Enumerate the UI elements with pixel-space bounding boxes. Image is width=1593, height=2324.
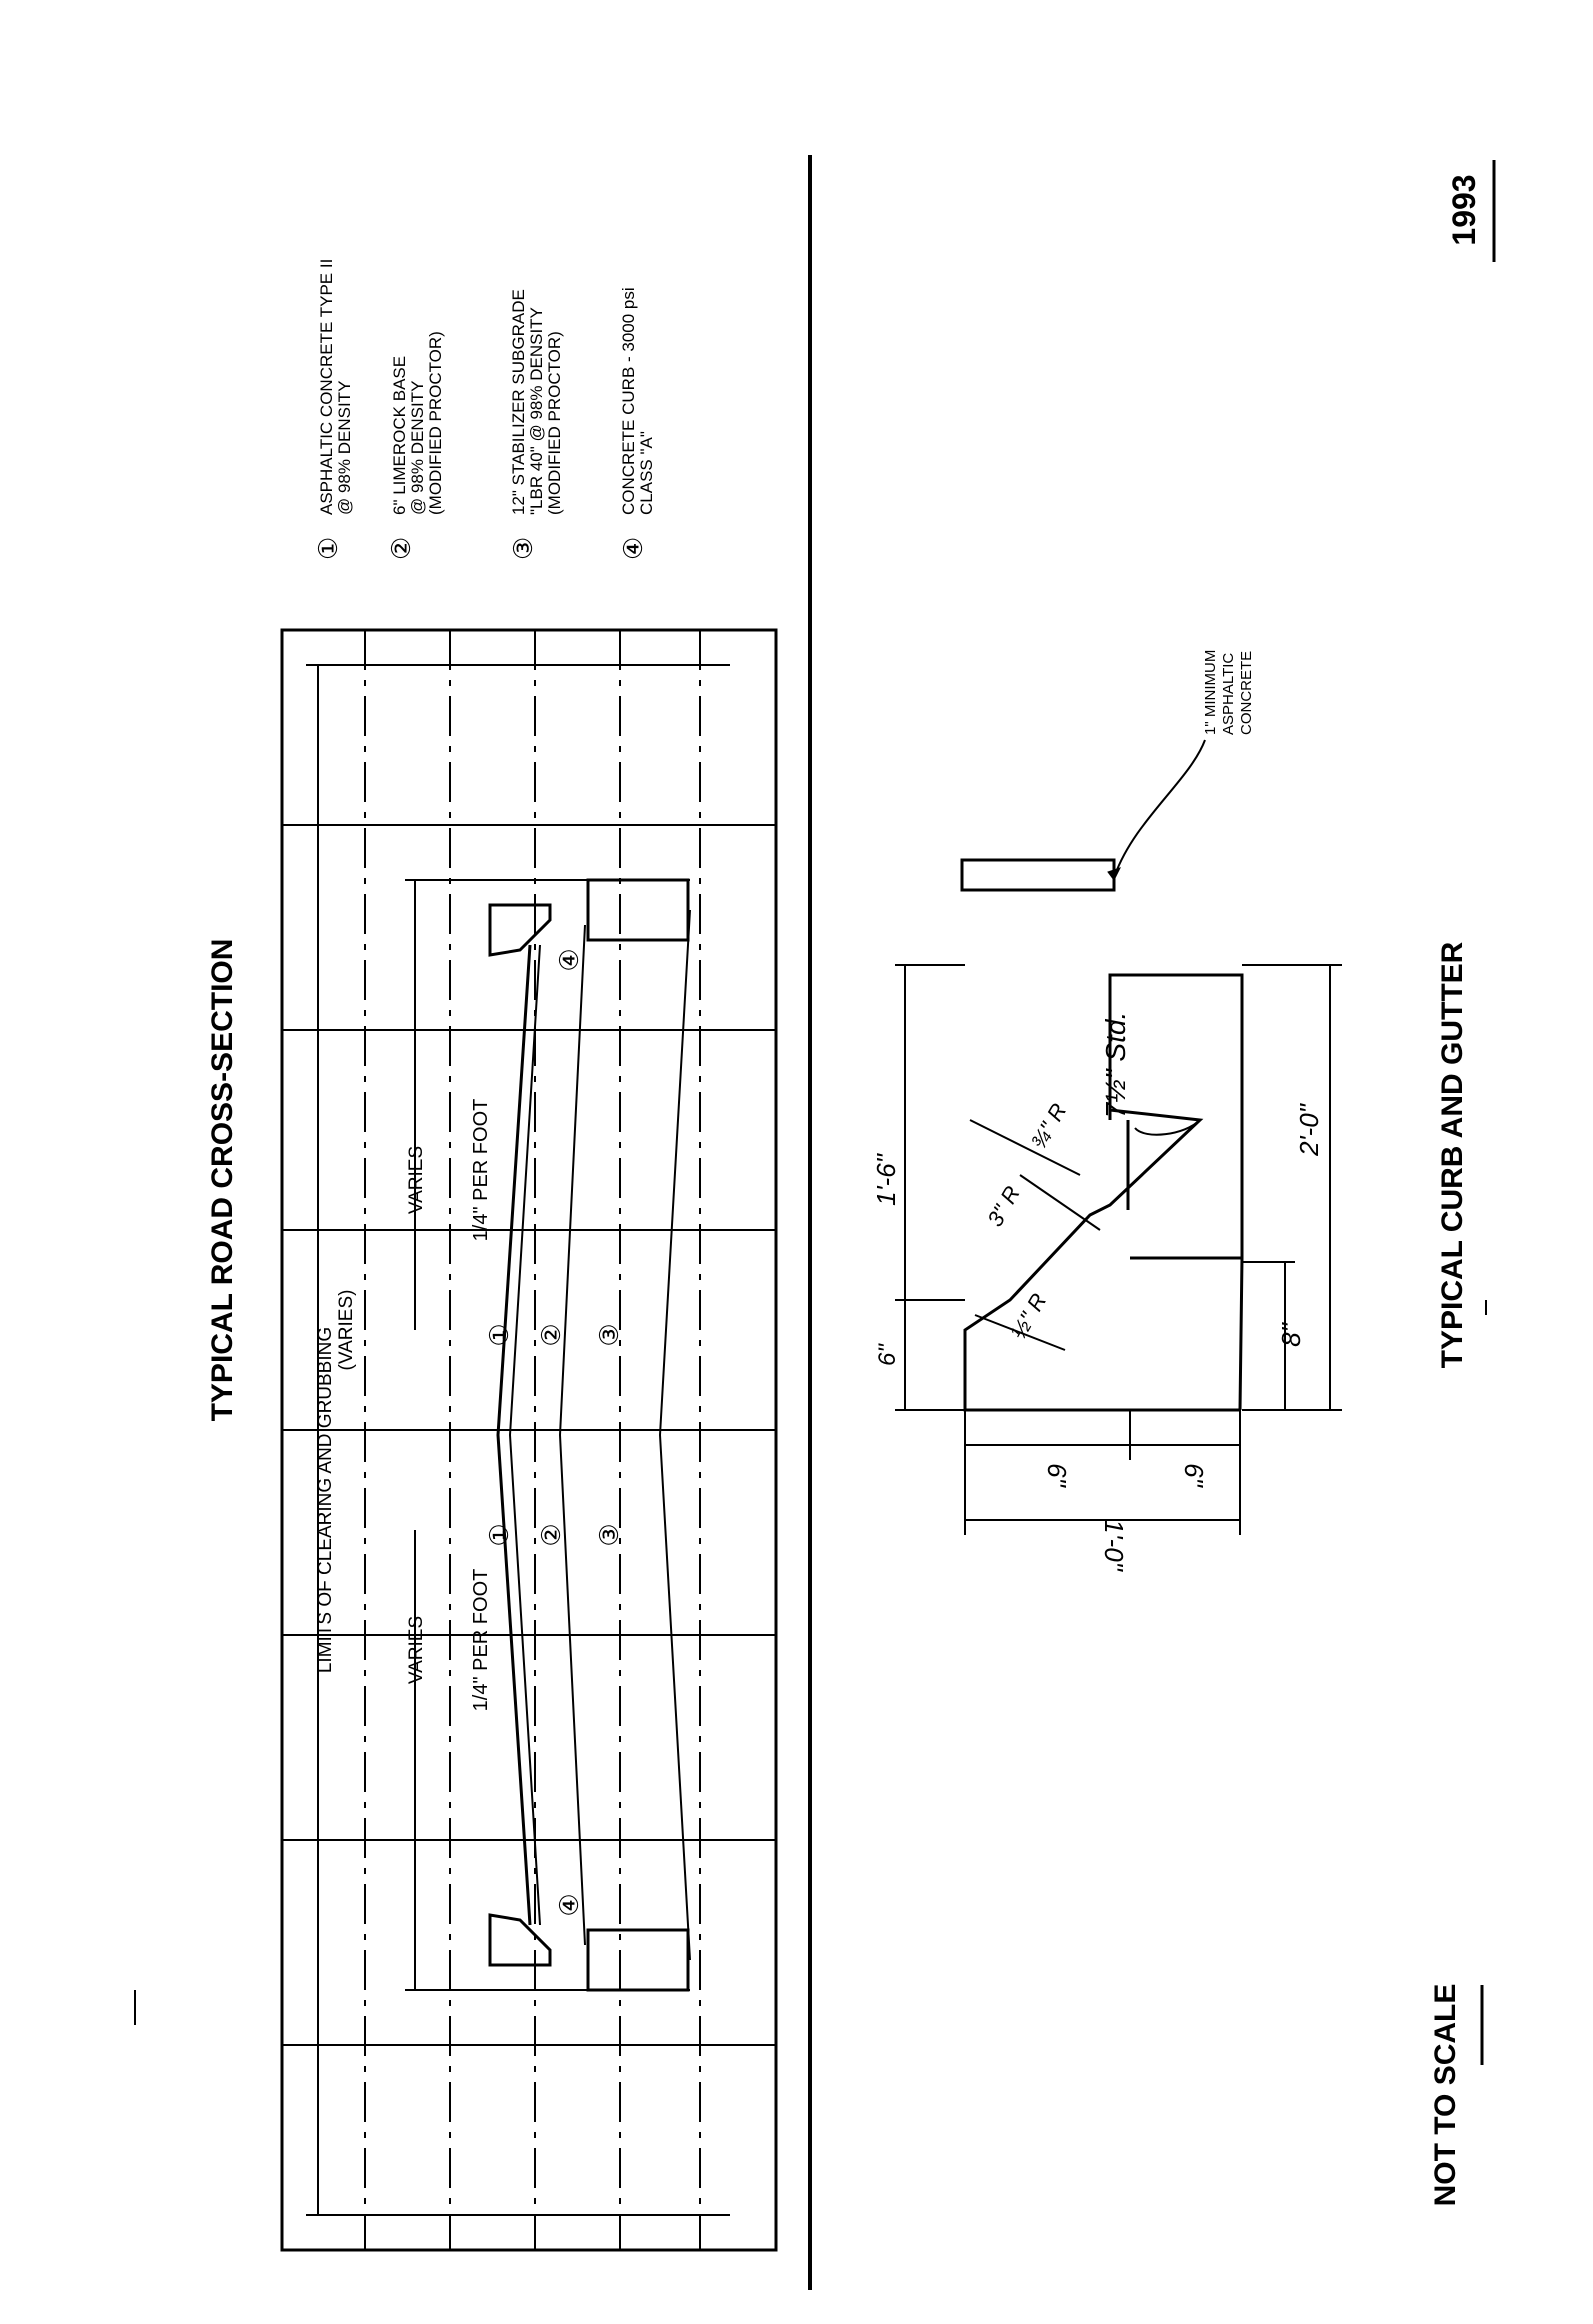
row-frame xyxy=(280,628,778,2252)
clearing-sub-label: (VARIES) xyxy=(336,1290,357,1371)
legend-item-1: ① ASPHALTIC CONCRETE TYPE II @ 98% DENSI… xyxy=(313,259,354,560)
road-section-title: TYPICAL ROAD CROSS-SECTION xyxy=(206,939,239,1422)
legend-num-3: ③ xyxy=(508,537,538,560)
legend-line-1b: @ 98% DENSITY xyxy=(335,381,354,515)
dim-label-34-r: ¾" R xyxy=(1026,1099,1072,1153)
legend-num-1: ① xyxy=(313,537,343,560)
dim-label-1ft6: 1'-6" xyxy=(871,1152,901,1206)
curb-left xyxy=(488,1913,552,1967)
marker-1-right: ① xyxy=(484,1323,514,1346)
legend-item-2: ② 6" LIMEROCK BASE @ 98% DENSITY (MODIFI… xyxy=(386,331,445,560)
legend-item-4: ④ CONCRETE CURB - 3000 psi CLASS "A" xyxy=(618,287,656,560)
dim-label-6in-a: 6" xyxy=(1042,1463,1072,1488)
marker-3-left: ③ xyxy=(594,1523,624,1546)
std-leader xyxy=(1134,1119,1201,1136)
dim-label-3in-r: 3" R xyxy=(982,1182,1025,1231)
road-cross-section xyxy=(280,628,778,2252)
marker-2-left: ② xyxy=(536,1523,566,1546)
asphalt-strip xyxy=(960,858,1116,892)
slope-left-label: 1/4" PER FOOT xyxy=(470,1569,492,1712)
asphalt-note-line-1: 1" MINIMUM xyxy=(1202,650,1219,735)
legend: ① ASPHALTIC CONCRETE TYPE II @ 98% DENSI… xyxy=(313,259,656,560)
subgrade-bottom xyxy=(658,909,691,1961)
legend-line-3a: 12" STABILIZER SUBGRADE xyxy=(509,289,528,515)
dim-label-6in-b: 6" xyxy=(1179,1463,1209,1488)
radius-leader-34 xyxy=(969,1119,1081,1176)
marker-2-right: ② xyxy=(536,1323,566,1346)
marker-3-right: ③ xyxy=(594,1323,624,1346)
marker-4-right: ④ xyxy=(554,948,584,971)
legend-line-3c: (MODIFIED PROCTOR) xyxy=(545,331,564,515)
asphalt-surface-bottom xyxy=(508,944,541,1926)
dim-label-7half-std: 7½" Std. xyxy=(1100,1012,1131,1118)
curb-gutter-detail xyxy=(895,739,1342,1535)
clearing-label: LIMITS OF CLEARING AND GRUBBING xyxy=(315,1327,336,1673)
asphalt-surface-top xyxy=(496,944,532,1926)
asphalt-note: 1" MINIMUM ASPHALTIC CONCRETE xyxy=(1202,650,1255,735)
not-to-scale-note: NOT TO SCALE xyxy=(1429,1984,1462,2207)
base-bottom xyxy=(558,924,586,1946)
radius-leader-3in xyxy=(1019,1174,1101,1231)
slope-right-label: 1/4" PER FOOT xyxy=(470,1099,492,1242)
marker-4-left: ④ xyxy=(554,1893,584,1916)
curb-outline xyxy=(963,973,1244,1412)
asphalt-leader xyxy=(1114,739,1206,876)
marker-1-left: ① xyxy=(484,1523,514,1546)
year-label: 1993 xyxy=(1446,174,1482,245)
curb-dimension-labels: 6" 1'-6" ½" R 3" R ¾" R 7½" Std. 8" 2'-0… xyxy=(871,1012,1324,1573)
curb-gutter-title: TYPICAL CURB AND GUTTER xyxy=(1436,941,1469,1368)
asphalt-note-line-3: CONCRETE xyxy=(1238,651,1255,735)
dim-label-2ft0: 2'-0" xyxy=(1294,1102,1324,1157)
road-markers: ① ① ② ② ③ ③ ④ ④ xyxy=(484,948,624,1916)
legend-line-2a: 6" LIMEROCK BASE xyxy=(390,356,409,515)
curb-left-base xyxy=(586,1928,690,1992)
legend-line-4b: CLASS "A" xyxy=(637,431,656,515)
legend-num-4: ④ xyxy=(618,537,648,560)
legend-line-3b: "LBR 40" @ 98% DENSITY xyxy=(527,307,546,515)
dim-label-6in-top: 6" xyxy=(874,1343,901,1366)
curb-right-base xyxy=(586,878,690,942)
legend-line-1a: ASPHALTIC CONCRETE TYPE II xyxy=(317,259,336,515)
asphalt-leader-arrow xyxy=(1107,867,1121,881)
varies-right-label: VARIES xyxy=(406,1146,427,1214)
legend-line-2b: @ 98% DENSITY xyxy=(408,381,427,515)
radius-leader-half xyxy=(974,1314,1066,1351)
legend-line-4a: CONCRETE CURB - 3000 psi xyxy=(619,287,638,515)
legend-num-2: ② xyxy=(386,537,416,560)
legend-item-3: ③ 12" STABILIZER SUBGRADE "LBR 40" @ 98%… xyxy=(508,289,564,560)
dim-label-1ft0: 1'-0" xyxy=(1099,1519,1129,1573)
dim-label-8in: 8" xyxy=(1276,1321,1306,1346)
asphalt-note-line-2: ASPHALTIC xyxy=(1220,653,1237,735)
varies-left-label: VARIES xyxy=(406,1616,427,1684)
curb-right xyxy=(488,903,552,957)
legend-line-2c: (MODIFIED PROCTOR) xyxy=(426,331,445,515)
